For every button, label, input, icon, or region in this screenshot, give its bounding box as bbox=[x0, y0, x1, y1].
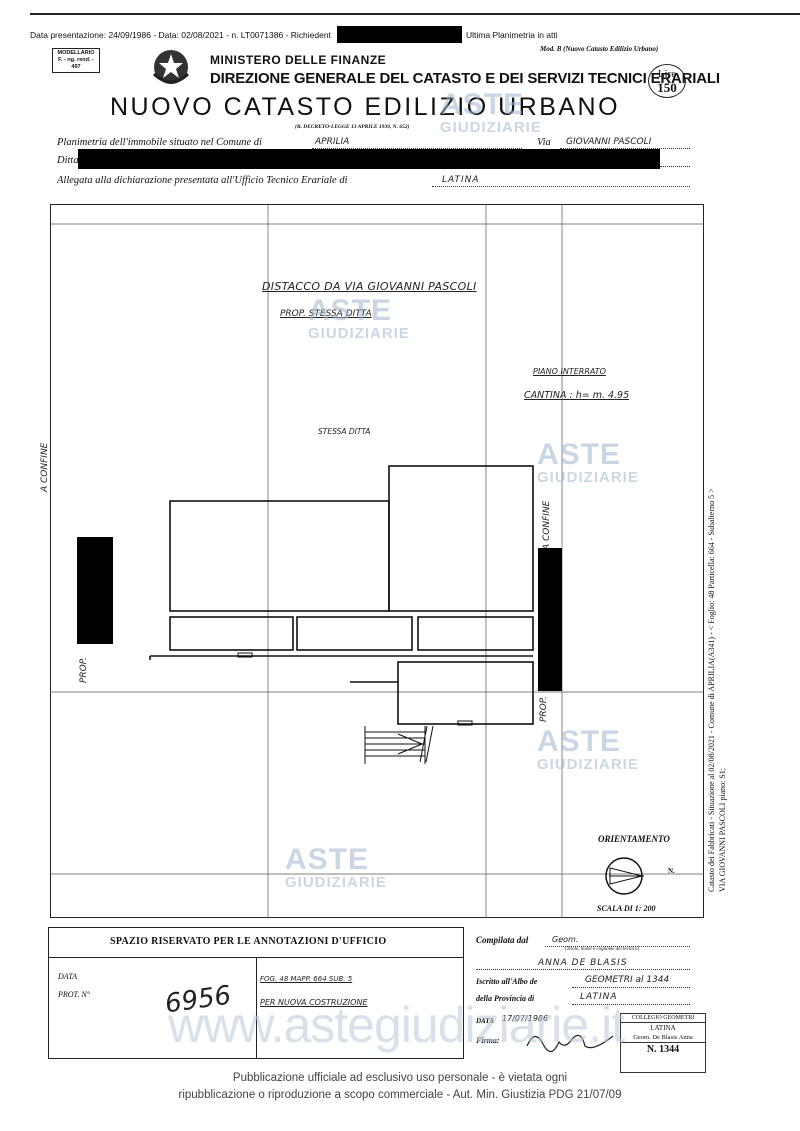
office-header: SPAZIO RISERVATO PER LE ANNOTAZIONI D'UF… bbox=[110, 936, 387, 947]
modellario-box: MODELLARIO F. - ng. rend. - 497 bbox=[52, 48, 100, 73]
top-border bbox=[30, 13, 800, 15]
tecnico-name: ANNA DE BLASIS bbox=[538, 958, 628, 968]
modellario-code: F. - ng. rend. - 497 bbox=[58, 57, 94, 70]
ufficio-line bbox=[432, 186, 690, 187]
ditta-label: Ditta bbox=[57, 155, 79, 166]
office-prot-label: PROT. N° bbox=[58, 990, 90, 999]
tecnico-line bbox=[476, 969, 690, 970]
ministry-name: MINISTERO DELLE FINANZE bbox=[210, 53, 387, 67]
distacco-label: DISTACCO DA VIA GIOVANNI PASCOLI bbox=[262, 280, 477, 293]
doc-date: Data: 02/08/2021 bbox=[158, 30, 224, 40]
provincia-line bbox=[572, 1004, 690, 1005]
via-value: GIOVANNI PASCOLI bbox=[566, 137, 652, 147]
ditta-line bbox=[660, 166, 690, 167]
office-date-label: DATA bbox=[58, 972, 78, 981]
college-stamp: COLLEGIO GEOMETRI LATINA Geom. De Blasis… bbox=[620, 1013, 706, 1073]
compass-icon bbox=[606, 858, 646, 896]
compile-date-value: 17/07/1986 bbox=[502, 1014, 549, 1023]
signature bbox=[525, 1026, 615, 1056]
last-plan-note: Ultima Planimetria in atti bbox=[466, 30, 558, 40]
watermark-giudiziarie-text: GIUDIZIARIE bbox=[285, 874, 387, 891]
firma-label: Firma: bbox=[476, 1036, 500, 1045]
piano-label: PIANO INTERRATO bbox=[533, 367, 606, 376]
per-nuova-costruzione: PER NUOVA COSTRUZIONE bbox=[260, 998, 368, 1007]
stamp-line-4: N. 1344 bbox=[621, 1042, 705, 1055]
prop-left-label: PROP. bbox=[79, 657, 89, 683]
watermark-aste-5: ASTE GIUDIZIARIE bbox=[285, 843, 387, 891]
watermark-giudiziarie-text: GIUDIZIARIE bbox=[308, 325, 410, 342]
comune-line bbox=[312, 148, 522, 149]
watermark-aste-text: ASTE bbox=[537, 725, 622, 758]
top-info-bar: Data presentazione: 24/09/1986 - Data: 0… bbox=[30, 30, 331, 40]
compilata-label: Compilata dal bbox=[476, 935, 529, 945]
redacted-ditta bbox=[78, 149, 660, 169]
titolo-note: (Titolo, nome e cognome del tecnico) bbox=[565, 947, 640, 952]
ufficio-value: LATINA bbox=[442, 175, 480, 185]
cantina-label: CANTINA : h= m. 4.95 bbox=[524, 390, 630, 401]
watermark-aste-1: ASTE GIUDIZIARIE bbox=[440, 88, 542, 136]
doc-number: n. LT0071386 bbox=[231, 30, 284, 40]
watermark-aste-text: ASTE bbox=[285, 843, 370, 876]
prop-right-label: PROP. bbox=[539, 696, 549, 722]
confine-left-label: A CONFINE bbox=[40, 442, 50, 492]
watermark-aste-2: ASTE GIUDIZIARIE bbox=[308, 294, 410, 342]
side-cadastral-text: Catasto dei Fabbricati - Situazione al 0… bbox=[707, 488, 716, 892]
redacted-left-owner bbox=[77, 537, 113, 644]
plan-sheet bbox=[50, 204, 704, 918]
planimetria-label: Planimetria dell'immobile situato nel Co… bbox=[57, 137, 262, 148]
via-label: Via bbox=[537, 137, 551, 148]
stamp-line-2: LATINA bbox=[650, 1024, 676, 1032]
watermark-aste-text: ASTE bbox=[308, 294, 393, 327]
lire-value: 150 bbox=[657, 80, 677, 95]
side-address-text: VIA GIOVANNI PASCOLI piano: S1; bbox=[718, 767, 727, 892]
lire-badge: Lire 150 bbox=[648, 64, 686, 98]
watermark-aste-text: ASTE bbox=[440, 88, 525, 121]
lire-label: Lire bbox=[657, 68, 677, 80]
modellario-label: MODELLARIO bbox=[57, 50, 95, 56]
foglio-mapp-sub: FOG. 48 MAPP. 664 SUB. 5 bbox=[260, 975, 353, 983]
state-emblem-icon bbox=[150, 44, 192, 90]
iscritto-value: GEOMETRI al 1344 bbox=[585, 975, 670, 985]
office-col-divider bbox=[256, 957, 257, 1059]
redacted-requester bbox=[337, 26, 462, 43]
decree-reference: (R. DECRETO-LEGGE 13 APRILE 1939, N. 652… bbox=[295, 124, 410, 130]
allegata-label: Allegata alla dichiarazione presentata a… bbox=[57, 175, 348, 186]
watermark-aste-text: ASTE bbox=[537, 438, 622, 471]
footer-note: Pubblicazione ufficiale ad esclusivo uso… bbox=[0, 1070, 800, 1104]
orientamento-label: ORIENTAMENTO bbox=[598, 834, 670, 844]
directorate-name: DIREZIONE GENERALE DEL CATASTO E DEI SER… bbox=[210, 70, 720, 87]
requester-label: Richiedent bbox=[290, 30, 331, 40]
provincia-value: LATINA bbox=[580, 992, 618, 1002]
watermark-aste-3: ASTE GIUDIZIARIE bbox=[537, 438, 639, 486]
provincia-label: della Provincia di bbox=[476, 994, 535, 1003]
stamp-line-1: COLLEGIO GEOMETRI bbox=[621, 1014, 705, 1023]
presentation-date: Data presentazione: 24/09/1986 bbox=[30, 30, 151, 40]
stessa-ditta-label: STESSA DITTA bbox=[318, 427, 371, 436]
watermark-giudiziarie-text: GIUDIZIARIE bbox=[537, 756, 639, 773]
footer-line-1: Pubblicazione ufficiale ad esclusivo uso… bbox=[232, 1072, 568, 1084]
scale-label: SCALA DI 1: 200 bbox=[597, 904, 656, 913]
prop-stessa-label: PROP. STESSA DITTA bbox=[280, 309, 372, 319]
watermark-giudiziarie-text: GIUDIZIARIE bbox=[537, 469, 639, 486]
north-label: N. bbox=[668, 867, 675, 875]
comune-value: APRILIA bbox=[315, 137, 350, 147]
watermark-aste-4: ASTE GIUDIZIARIE bbox=[537, 725, 639, 773]
footer-line-2: ripubblicazione o riproduzione a scopo c… bbox=[178, 1089, 622, 1101]
stamp-line-3: Geom. De Blasis Anna bbox=[633, 1034, 693, 1041]
redacted-right-owner bbox=[538, 548, 562, 691]
confine-right-label: A CONFINE bbox=[542, 500, 552, 550]
document-title: NUOVO CATASTO EDILIZIO URBANO bbox=[110, 93, 621, 121]
watermark-giudiziarie-text: GIUDIZIARIE bbox=[440, 119, 542, 136]
watermark-site: www.astegiudiziarie.it bbox=[168, 997, 625, 1053]
compilata-value: Geom. bbox=[552, 935, 579, 944]
compile-date-label: DATA bbox=[476, 1017, 494, 1025]
plan-frame bbox=[50, 204, 704, 918]
iscritto-line bbox=[572, 987, 690, 988]
iscritto-label: Iscritto all'Albo de bbox=[476, 977, 538, 986]
model-b-label: Mod. B (Nuovo Catasto Edilizio Urbano) bbox=[540, 45, 659, 53]
compilata-line bbox=[545, 946, 690, 947]
via-line bbox=[560, 148, 690, 149]
